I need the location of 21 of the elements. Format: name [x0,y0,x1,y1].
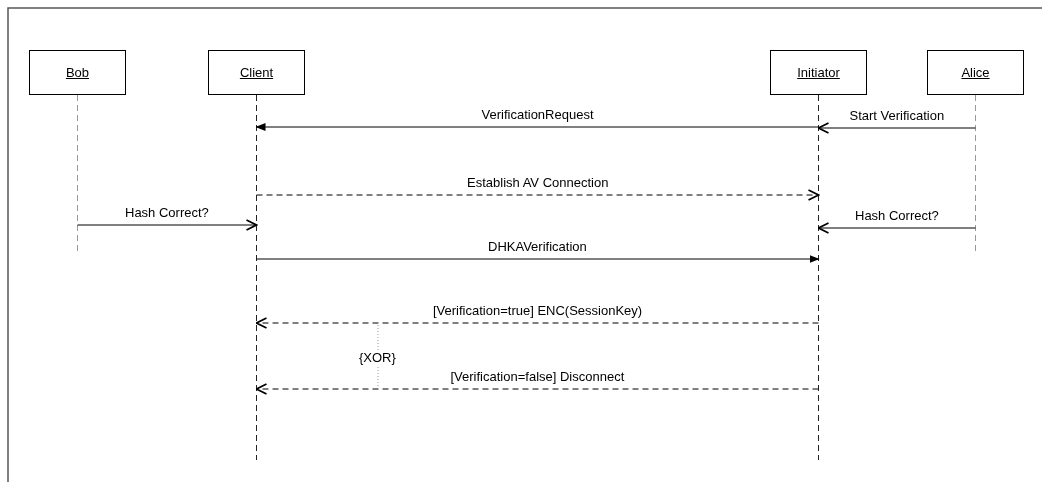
message-arrow [255,317,819,329]
constraint-label: {XOR} [357,350,398,365]
message-arrow [817,222,976,234]
edge-label: Establish AV Connection [465,175,611,190]
message-arrow [255,383,819,395]
participant-box: Bob [29,50,126,95]
edge-label: DHKAVerification [486,239,589,254]
participant-box: Alice [927,50,1024,95]
edge-label: VerificationRequest [479,107,596,122]
message-arrow [256,255,820,263]
edge-label: Hash Correct? [853,208,941,223]
message-arrow [256,189,820,201]
edge-label: [Verification=true] ENC(SessionKey) [431,303,645,318]
edge-label: Start Verification [847,108,947,123]
edge-label: Hash Correct? [123,205,211,220]
participant-box: Initiator [770,50,867,95]
message-arrow [255,123,819,131]
message-arrow [77,219,258,231]
edge-label: [Verification=false] Disconnect [448,369,627,384]
participant-box: Client [208,50,305,95]
message-arrow [817,122,976,134]
